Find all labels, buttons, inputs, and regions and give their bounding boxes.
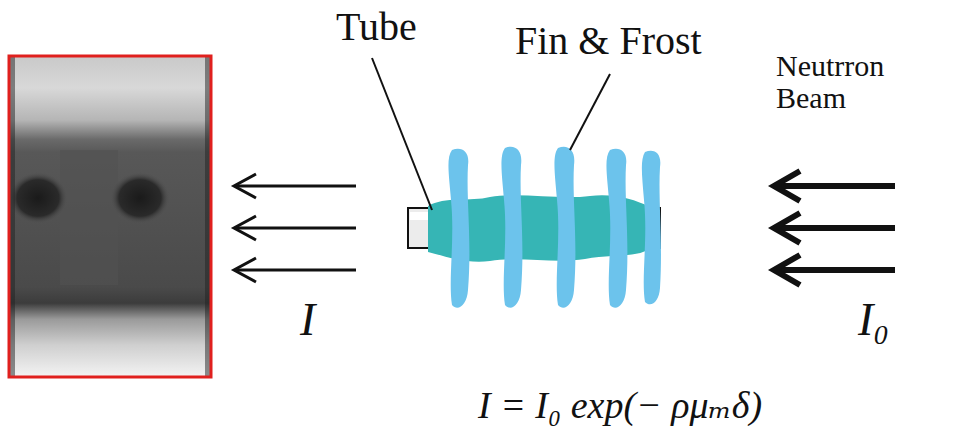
intensity-symbol: I	[300, 296, 315, 344]
radiograph	[8, 56, 211, 377]
part-label: Tube	[336, 6, 417, 48]
leader-lines	[372, 58, 610, 210]
fins	[448, 147, 661, 308]
attenuation-equation: I = I₀ exp(− ρμₘδ)	[478, 386, 762, 426]
intensity-symbol: I₀	[858, 296, 889, 344]
part-label: Fin & Frost	[515, 20, 702, 62]
transmitted-beam-arrows	[234, 174, 356, 282]
incident-beam-arrows	[774, 171, 895, 285]
beam-label: Neutrron Beam	[776, 50, 961, 113]
